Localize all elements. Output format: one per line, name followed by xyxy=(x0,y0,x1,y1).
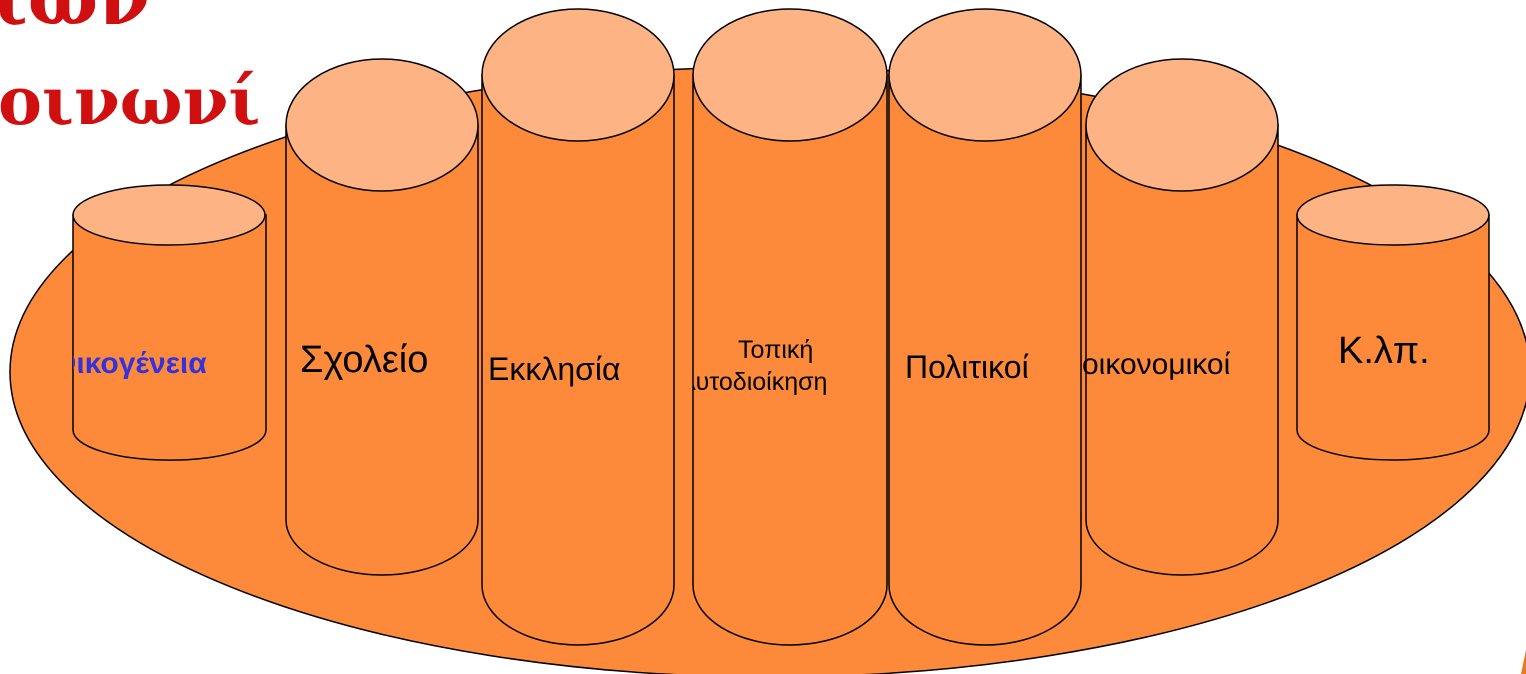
corner-mark xyxy=(1521,650,1526,674)
pillar-economic: οικονομικοί xyxy=(1082,59,1278,575)
pillar-politicians-label: Πολιτικοί xyxy=(905,349,1029,385)
pillar-etc: Κ.λπ. xyxy=(1297,185,1489,460)
pillar-family-label: Οικογένεια xyxy=(53,347,207,380)
title-line-1: ιών xyxy=(0,0,150,42)
pillar-school-label: Σχολείο xyxy=(300,339,428,381)
pillar-local-government-label-line2: Αυτοδιοίκηση xyxy=(679,368,827,396)
pillar-church-label: Εκκλησία xyxy=(488,351,621,387)
pillar-politicians: Πολιτικοί xyxy=(889,9,1081,645)
pillar-family: Οικογένεια xyxy=(53,185,266,460)
title-line-2: οινωνί xyxy=(0,62,260,140)
pillar-local-government: Τοπική Αυτοδιοίκηση xyxy=(679,9,887,645)
pillar-local-government-label-line1: Τοπική xyxy=(738,336,813,364)
pillar-school: Σχολείο xyxy=(286,59,478,575)
pillar-etc-label: Κ.λπ. xyxy=(1338,330,1430,372)
pillar-economic-label: οικονομικοί xyxy=(1082,348,1231,381)
pillar-church: Εκκλησία xyxy=(482,9,674,645)
